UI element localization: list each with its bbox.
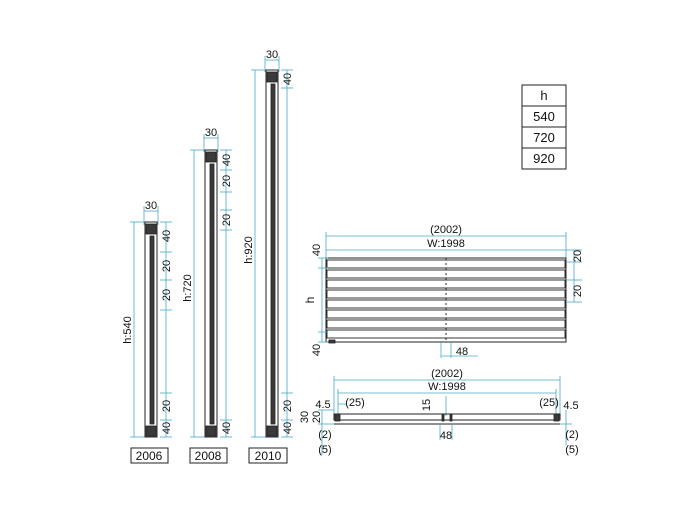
top-view: (2002) W:1998 4.5 (25) 15 (25) 4.5 30 20… xyxy=(299,368,579,456)
dim-side-d: 40 xyxy=(221,422,233,434)
side-view-2010: 30 h:920 40 20 40 2010 xyxy=(243,49,294,464)
dim-top-width: 30 xyxy=(266,49,278,61)
model-code: 2010 xyxy=(255,449,282,463)
dim-left-gap1: (2) xyxy=(318,429,331,441)
model-code: 2006 xyxy=(136,449,163,463)
dim-center-width: 48 xyxy=(440,430,452,442)
dim-right-mid: 20 xyxy=(572,285,584,297)
dim-overall-width: (2002) xyxy=(430,224,462,236)
dim-right-top: 20 xyxy=(572,250,584,262)
table-row-920: 920 xyxy=(533,151,555,166)
dim-right-gap2: (5) xyxy=(565,444,578,456)
dim-height: h:720 xyxy=(182,274,194,302)
dim-side-a: 40 xyxy=(221,154,233,166)
dim-left-inset: (25) xyxy=(345,397,365,409)
dim-side-c: 20 xyxy=(221,214,233,226)
dim-width: W:1998 xyxy=(428,381,466,393)
dim-side-a: 40 xyxy=(282,73,294,85)
dim-height: h:540 xyxy=(122,316,134,344)
dim-side-e: 40 xyxy=(282,422,294,434)
model-label-box xyxy=(189,447,228,464)
dim-top-width: 30 xyxy=(145,200,157,212)
dim-bottom-center: 48 xyxy=(456,346,468,358)
dim-side-a: 40 xyxy=(161,230,173,242)
dim-depth-small: 20 xyxy=(311,411,323,423)
front-view: (2002) W:1998 40 h 40 20 20 xyxy=(303,224,584,358)
table-header: h xyxy=(540,88,547,103)
model-code: 2008 xyxy=(195,449,222,463)
dim-right-offset: 4.5 xyxy=(563,400,578,412)
table-cell xyxy=(521,147,567,170)
side-view-2006: 30 h:540 40 20 20 20 40 2006 xyxy=(122,200,173,464)
dim-top-width: 30 xyxy=(205,127,217,139)
dim-width: W:1998 xyxy=(427,238,465,250)
dim-center-mark: 15 xyxy=(421,399,433,411)
dim-side-b: 20 xyxy=(161,260,173,272)
dim-left-offset: 4.5 xyxy=(315,399,330,411)
dim-right-inset: (25) xyxy=(539,397,559,409)
dim-depth: 30 xyxy=(299,411,311,423)
table-row-720: 720 xyxy=(533,130,555,145)
dim-side-c2: 20 xyxy=(161,400,173,412)
dim-side-c: 20 xyxy=(161,289,173,301)
model-label-box xyxy=(130,447,169,464)
side-view-2008: 30 h:720 40 20 20 40 2008 xyxy=(182,127,233,464)
dim-right-gap1: (2) xyxy=(565,429,578,441)
dim-side-d: 40 xyxy=(161,422,173,434)
dim-side-d: 20 xyxy=(282,400,294,412)
dim-left-top: 40 xyxy=(311,244,323,256)
dim-left-mid: h xyxy=(303,297,317,304)
model-label-box xyxy=(248,447,288,464)
dim-left-gap2: (5) xyxy=(318,444,331,456)
table-row-540: 540 xyxy=(533,109,555,124)
dim-side-b: 20 xyxy=(221,175,233,187)
dim-height: h:920 xyxy=(243,236,255,264)
dim-overall-width: (2002) xyxy=(431,368,463,380)
height-table: h 540 720 920 xyxy=(521,84,567,170)
dim-left-bottom: 40 xyxy=(311,344,323,356)
